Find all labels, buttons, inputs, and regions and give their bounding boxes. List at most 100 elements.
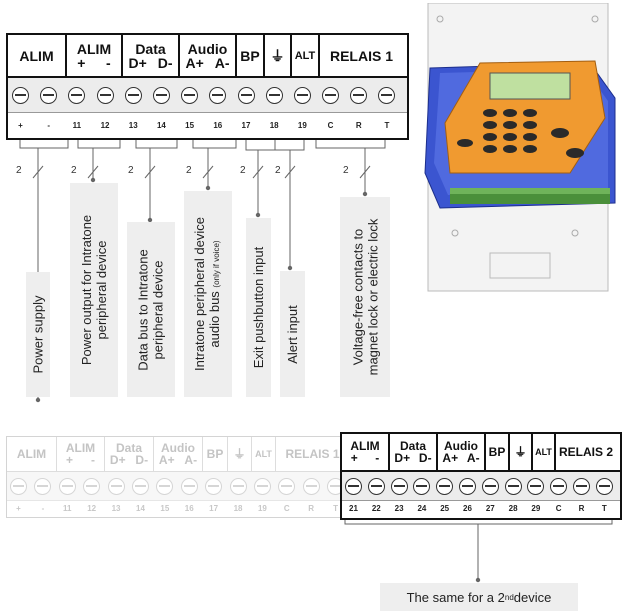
terminal-number: C: [283, 503, 290, 513]
terminal-number: 16: [184, 503, 194, 513]
header-relais-2: RELAIS 2: [558, 445, 613, 459]
wire-count: 2: [275, 165, 281, 176]
header-alim-plus-minus: ALIM +-: [57, 437, 105, 471]
header-alt: ALT: [292, 35, 320, 76]
wire-count: 2: [240, 165, 246, 176]
terminal-number: C: [555, 503, 562, 513]
terminal-screw: [436, 477, 454, 495]
label-exit-pushbutton: Exit pushbutton input: [246, 218, 271, 397]
header-ground: ⏚: [265, 35, 292, 76]
terminal-screw: [458, 477, 476, 495]
terminal-screw: [156, 477, 174, 495]
header-ground: ⏚: [228, 437, 252, 471]
header-audio: Audio A+A-: [180, 35, 237, 76]
terminal-number: T: [333, 503, 339, 513]
terminal-number: 13: [128, 120, 138, 130]
terminal-screw: [322, 86, 340, 104]
terminal-screw: [265, 86, 283, 104]
terminal-number: R: [355, 120, 362, 130]
terminal-number: 12: [87, 503, 97, 513]
terminal-number: 25: [440, 503, 450, 513]
terminal-number: R: [578, 503, 585, 513]
terminal-screw: [107, 477, 125, 495]
terminal-screw: [253, 477, 271, 495]
terminal-number: 26: [463, 503, 472, 513]
terminal-screw: [124, 86, 142, 104]
terminal-number: 28: [508, 503, 518, 513]
terminal-number: T: [384, 120, 390, 130]
terminal-screw: [595, 477, 613, 495]
terminal-number: 14: [156, 120, 166, 130]
terminal-block-2: ALIM +- Data D+D- Audio A+A- BP ⏚ ALT RE…: [340, 432, 622, 520]
terminal-screw: [131, 477, 149, 495]
terminal-screw: [572, 477, 590, 495]
terminal-screw: [205, 477, 223, 495]
terminal-screw: [278, 477, 296, 495]
terminal-number: 15: [185, 120, 195, 130]
terminal-number: 22: [371, 503, 381, 513]
header-audio: Audio A+A-: [154, 437, 203, 471]
terminal-screw: [180, 477, 198, 495]
header-bp: BP: [486, 434, 510, 470]
screw-row: [342, 472, 620, 501]
terminal-screw: [293, 86, 311, 104]
terminal-number: +: [16, 503, 21, 513]
terminal-screw: [181, 86, 199, 104]
device-illustration: [424, 3, 616, 292]
ground-icon: ⏚: [233, 447, 246, 461]
terminal-header: ALIM +- Data D+D- Audio A+A- BP ⏚ ALT RE…: [342, 434, 620, 472]
terminal-screw: [58, 477, 76, 495]
terminal-screw: [12, 86, 29, 104]
terminal-screw: [229, 477, 247, 495]
terminal-screw: [96, 86, 114, 104]
header-alim: ALIM: [8, 35, 67, 76]
terminal-screw: [152, 86, 170, 104]
terminal-block-1-faded: ALIM ALIM +- Data D+D- Audio A+A- BP ⏚ A…: [6, 436, 353, 518]
terminal-number: 16: [213, 120, 223, 130]
terminal-screw: [237, 86, 255, 104]
terminal-header: ALIM ALIM +- Data D+D- Audio A+A- BP ⏚ A…: [7, 437, 352, 472]
terminal-screw: [10, 477, 27, 495]
header-bp: BP: [237, 35, 265, 76]
header-alim: ALIM: [7, 437, 57, 471]
terminal-screw: [68, 86, 86, 104]
wire-count: 2: [128, 165, 134, 176]
terminal-number: 27: [485, 503, 495, 513]
terminal-number: 18: [269, 120, 279, 130]
header-alim-plus-minus: ALIM +-: [342, 434, 390, 470]
terminal-number: 17: [209, 503, 219, 513]
terminal-number: 18: [233, 503, 243, 513]
wire-count: 2: [16, 165, 22, 176]
terminal-number: 15: [160, 503, 170, 513]
header-data: Data D+D-: [123, 35, 180, 76]
wire-count: 2: [343, 165, 349, 176]
header-audio: Audio A+A-: [438, 434, 486, 470]
terminal-screw: [527, 477, 545, 495]
terminal-number: 14: [136, 503, 145, 513]
header-alt: ALT: [533, 434, 556, 470]
terminal-number: +: [18, 120, 23, 130]
terminal-screw: [209, 86, 227, 104]
header-relais-1: RELAIS 1: [329, 47, 393, 64]
terminal-screw: [550, 477, 568, 495]
terminal-number: R: [308, 503, 315, 513]
ground-icon: ⏚: [514, 445, 527, 459]
terminal-number: -: [41, 503, 45, 513]
screw-row: [8, 78, 407, 113]
terminal-screw: [83, 477, 101, 495]
terminal-number: 19: [297, 120, 307, 130]
terminal-screw: [390, 477, 408, 495]
terminal-number: 24: [417, 503, 427, 513]
header-bp: BP: [203, 437, 228, 471]
terminal-number: -: [47, 120, 51, 130]
terminal-screw: [34, 477, 52, 495]
screw-row: [7, 472, 352, 501]
terminal-screw: [367, 477, 385, 495]
wire-count: 2: [186, 165, 192, 176]
